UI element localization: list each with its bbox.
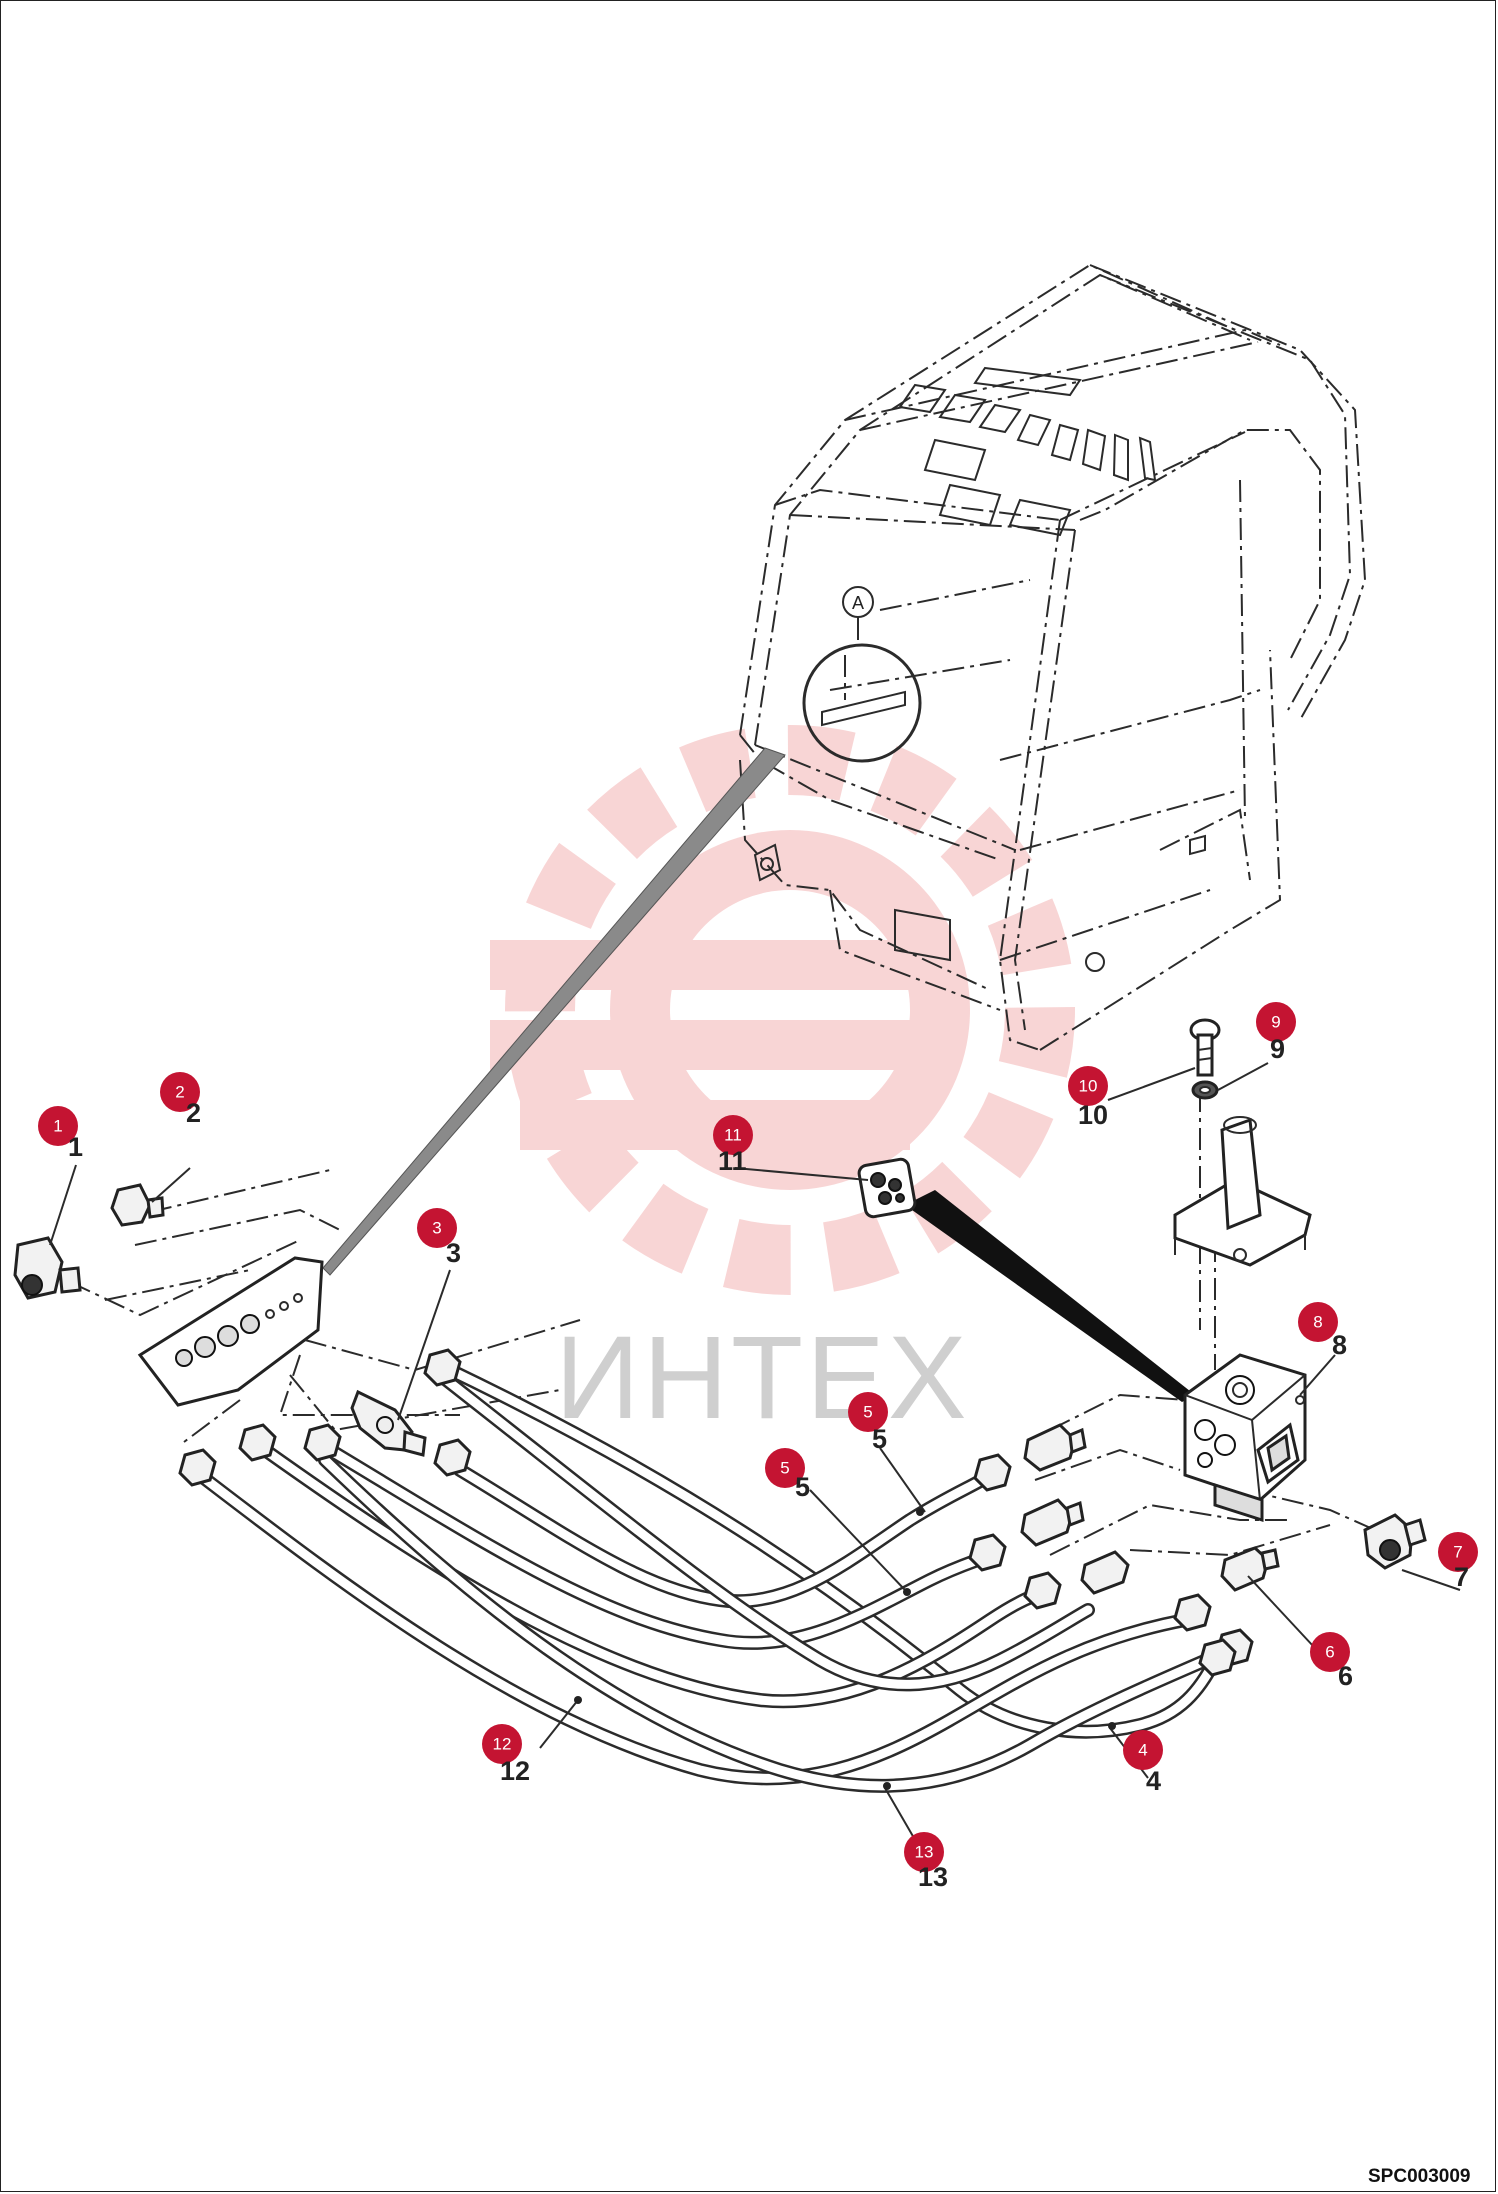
svg-text:11: 11 xyxy=(718,1146,747,1176)
callout-badge-6 xyxy=(1310,1632,1350,1672)
callout-badge-2 xyxy=(160,1072,200,1112)
svg-text:13: 13 xyxy=(918,1862,948,1892)
valve-block xyxy=(1183,1353,1307,1523)
callout-badge-10 xyxy=(1068,1066,1108,1106)
svg-text:12: 12 xyxy=(500,1756,530,1786)
callout-badge-13 xyxy=(904,1832,944,1872)
callout-9[interactable]: 9 9 xyxy=(1256,1002,1296,1064)
svg-text:11: 11 xyxy=(724,1126,742,1145)
bolt-washer xyxy=(1189,1018,1221,1100)
callout-4[interactable]: 4 4 xyxy=(1123,1730,1163,1796)
svg-text:9: 9 xyxy=(1270,1034,1285,1064)
callout-2[interactable]: 2 2 xyxy=(160,1072,201,1128)
callout-12[interactable]: 12 12 xyxy=(482,1724,530,1786)
svg-text:10: 10 xyxy=(1078,1100,1108,1130)
svg-text:1: 1 xyxy=(53,1117,62,1136)
svg-text:10: 10 xyxy=(1079,1077,1098,1096)
fittings xyxy=(13,1183,1427,1595)
callout-13[interactable]: 13 13 xyxy=(904,1832,948,1892)
part-11-seal-kit xyxy=(857,1157,917,1219)
svg-text:2: 2 xyxy=(175,1083,184,1102)
manifold-bracket xyxy=(137,1256,324,1407)
callout-badge-8 xyxy=(1298,1302,1338,1342)
hydraulic-lines xyxy=(193,1363,1237,1793)
callout-10[interactable]: 10 10 xyxy=(1068,1066,1108,1130)
svg-text:3: 3 xyxy=(446,1238,461,1268)
callout-badge-5-upper xyxy=(848,1392,888,1432)
svg-text:8: 8 xyxy=(1332,1330,1347,1360)
valve-leader-wedge xyxy=(905,1190,1195,1402)
watermark-text: ИНТЕХ xyxy=(555,1312,970,1444)
callout-badge-12 xyxy=(482,1724,522,1764)
drawing-code: SPC003009 xyxy=(1368,2166,1470,2187)
svg-text:6: 6 xyxy=(1325,1643,1334,1662)
watermark-logo xyxy=(490,725,1075,1295)
callout-11[interactable]: 11 11 xyxy=(713,1115,753,1176)
callout-badge-5-lower xyxy=(765,1448,805,1488)
valve-stand-bracket xyxy=(1173,1116,1312,1267)
cab-frame xyxy=(739,263,1367,1051)
callout-8[interactable]: 8 8 xyxy=(1298,1302,1347,1360)
callout-badge-3 xyxy=(417,1208,457,1248)
callout-5-upper[interactable]: 5 5 xyxy=(848,1392,888,1454)
leader-lines xyxy=(49,1062,1461,1858)
svg-text:6: 6 xyxy=(1338,1661,1353,1691)
svg-text:5: 5 xyxy=(780,1459,789,1478)
svg-text:5: 5 xyxy=(863,1403,872,1422)
svg-text:8: 8 xyxy=(1313,1313,1322,1332)
callout-badge-9 xyxy=(1256,1002,1296,1042)
callout-badge-4 xyxy=(1123,1730,1163,1770)
svg-text:4: 4 xyxy=(1146,1766,1161,1796)
callout-3[interactable]: 3 3 xyxy=(417,1208,461,1268)
detail-leader-wedge xyxy=(322,747,786,1276)
svg-text:4: 4 xyxy=(1138,1741,1147,1760)
pipe-end-nuts xyxy=(178,1348,1254,1677)
detail-a-marker: A xyxy=(802,586,922,763)
svg-text:7: 7 xyxy=(1453,1543,1462,1562)
svg-text:3: 3 xyxy=(432,1219,441,1238)
callout-badge-1 xyxy=(38,1106,78,1146)
callout-badge-11 xyxy=(713,1115,753,1155)
callout-1[interactable]: 1 1 xyxy=(38,1106,83,1162)
svg-text:7: 7 xyxy=(1454,1562,1469,1592)
svg-text:13: 13 xyxy=(915,1843,934,1862)
callout-6[interactable]: 6 6 xyxy=(1310,1632,1353,1691)
svg-text:2: 2 xyxy=(186,1098,201,1128)
svg-text:1: 1 xyxy=(68,1132,83,1162)
detail-a-label: A xyxy=(852,593,864,613)
svg-text:5: 5 xyxy=(795,1472,810,1502)
svg-text:9: 9 xyxy=(1271,1013,1280,1032)
svg-text:5: 5 xyxy=(872,1424,887,1454)
callout-7[interactable]: 7 7 xyxy=(1438,1532,1478,1592)
callout-5-lower[interactable]: 5 5 xyxy=(765,1448,810,1502)
callout-badge-7 xyxy=(1438,1532,1478,1572)
svg-text:12: 12 xyxy=(493,1735,512,1754)
